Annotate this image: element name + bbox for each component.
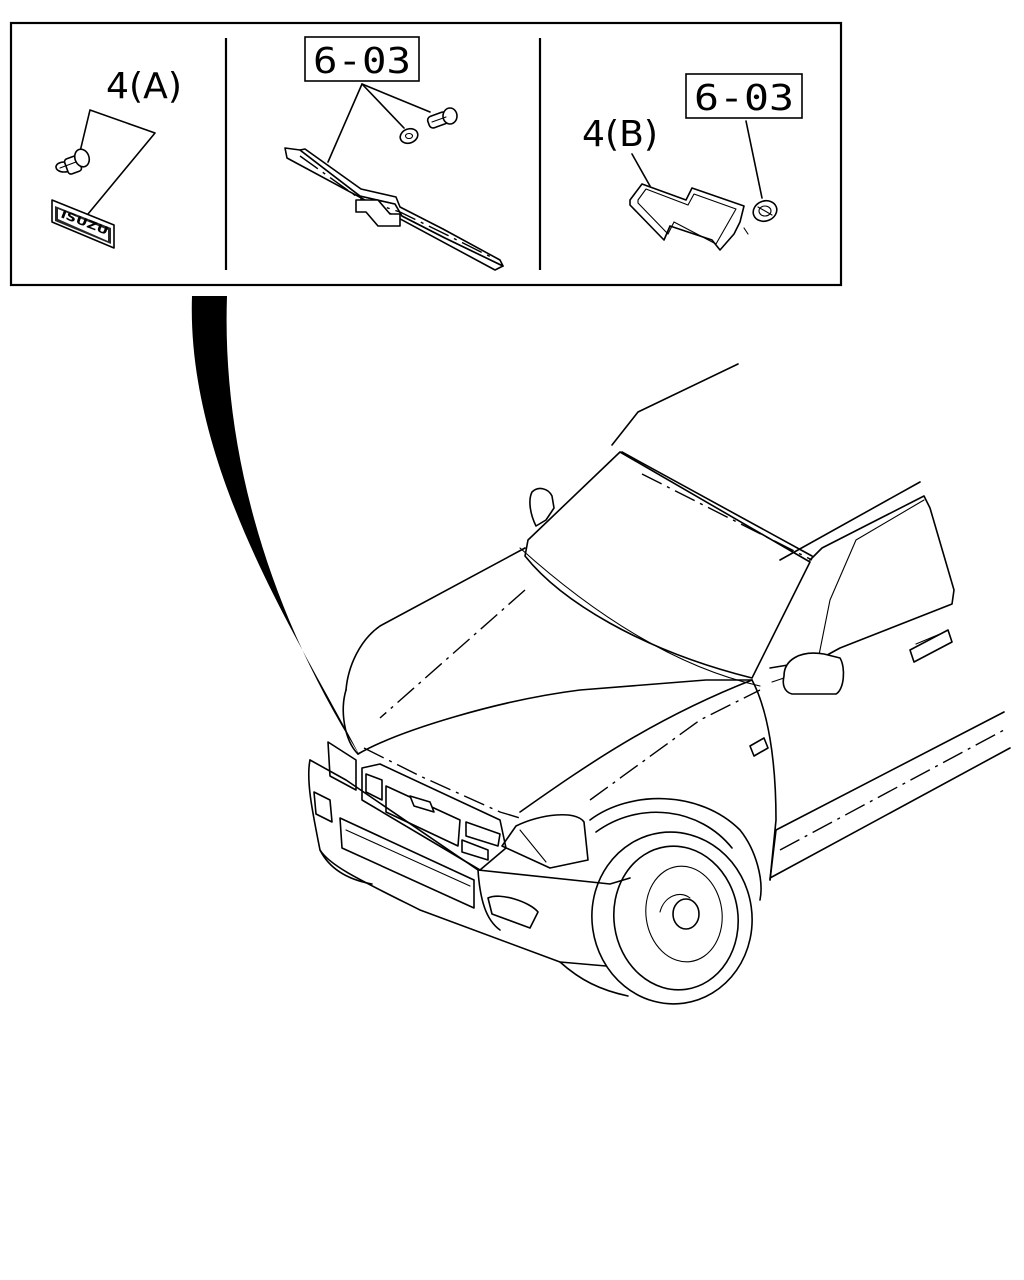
detail-grille: 6-03 bbox=[284, 36, 504, 271]
ref-box-emblem bbox=[685, 73, 803, 119]
clip-ring-icon bbox=[752, 199, 778, 223]
isuzu-badge: ISUZU bbox=[51, 199, 115, 249]
headlight bbox=[501, 813, 589, 869]
detail-panel-frame bbox=[9, 21, 843, 287]
ref-box-grille bbox=[304, 36, 420, 82]
clip-fastener-icon bbox=[55, 148, 91, 175]
ref-grille: 6-03 bbox=[313, 41, 411, 82]
door-handle bbox=[909, 629, 953, 663]
side-mirror bbox=[771, 652, 845, 695]
ref-emblem: 6-03 bbox=[694, 78, 794, 119]
pointer-swoosh bbox=[191, 296, 360, 756]
vehicle-drawing bbox=[307, 363, 1011, 1005]
front-grille bbox=[361, 763, 507, 871]
grille-bar bbox=[284, 147, 504, 271]
detail-badge-4a: 4(A) ISUZU bbox=[51, 66, 182, 249]
washer-icon bbox=[399, 127, 419, 145]
callout-4a: 4(A) bbox=[106, 66, 182, 107]
front-wheel bbox=[591, 831, 753, 1005]
screw-icon bbox=[426, 107, 458, 129]
callout-4b: 4(B) bbox=[582, 114, 658, 155]
bowtie-emblem bbox=[629, 183, 749, 251]
detail-emblem-4b: 6-03 4(B) bbox=[582, 73, 803, 251]
